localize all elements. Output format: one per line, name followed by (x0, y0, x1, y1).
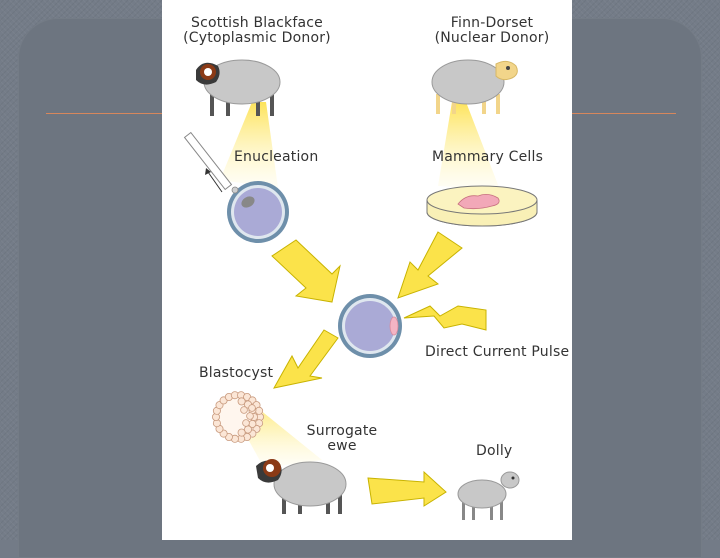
blastocyst-icon (212, 391, 265, 443)
blastocyst-label: Blastocyst (199, 365, 274, 381)
title-divider-left (46, 113, 162, 114)
blastocyst-cell (237, 397, 246, 406)
nuclear-donor-role: (Nuclear Donor) (434, 30, 550, 46)
fused-egg-icon (338, 294, 402, 358)
inner-cell-mass-cell (248, 404, 256, 412)
inner-cell-mass-cell (240, 406, 248, 414)
finn-dorset-sheep-icon (431, 59, 518, 114)
arrow-fusion-to-blastocyst (273, 329, 339, 389)
inner-cell-mass-cell (242, 419, 250, 427)
blastocyst-cell (237, 428, 246, 437)
direct-current-pulse-label: Direct Current Pulse (425, 344, 570, 360)
enucleated-egg-icon (227, 181, 289, 243)
cloning-diagram-panel: Scottish Blackface (Cytoplasmic Donor) F… (162, 0, 572, 540)
scottish-blackface-sheep-icon (196, 59, 281, 116)
nuclear-donor-label: Finn-Dorset (Nuclear Donor) (424, 16, 560, 46)
enucleation-label: Enucleation (234, 149, 319, 165)
surrogate-ewe-icon (256, 459, 347, 514)
surrogate-ewe-label: Surrogate ewe (302, 424, 382, 454)
dolly-lamb-icon (457, 471, 520, 520)
lightning-bolt-icon (403, 305, 487, 331)
beam-blackface (220, 102, 278, 188)
arrow-egg-to-fusion (271, 239, 341, 303)
surrogate-ewe-line2: ewe (327, 438, 357, 454)
nuclear-donor-breed: Finn-Dorset (450, 15, 534, 31)
cytoplasmic-donor-role: (Cytoplasmic Donor) (183, 30, 331, 46)
cytoplasmic-donor-breed: Scottish Blackface (191, 15, 323, 31)
petri-dish-icon (426, 185, 538, 227)
cloning-diagram (183, 59, 538, 520)
arrow-cells-to-fusion (397, 231, 463, 299)
dolly-label: Dolly (476, 443, 513, 459)
beam-finn-dorset (438, 102, 500, 190)
pipette-icon (183, 131, 233, 193)
cytoplasmic-donor-label: Scottish Blackface (Cytoplasmic Donor) (182, 16, 332, 46)
inner-cell-mass-cell (246, 412, 254, 420)
surrogate-ewe-line1: Surrogate (306, 423, 378, 439)
blastocyst-cell (255, 406, 264, 415)
title-divider-right (572, 113, 676, 114)
mammary-cells-label: Mammary Cells (432, 149, 544, 165)
arrow-ewe-to-dolly (367, 470, 447, 507)
